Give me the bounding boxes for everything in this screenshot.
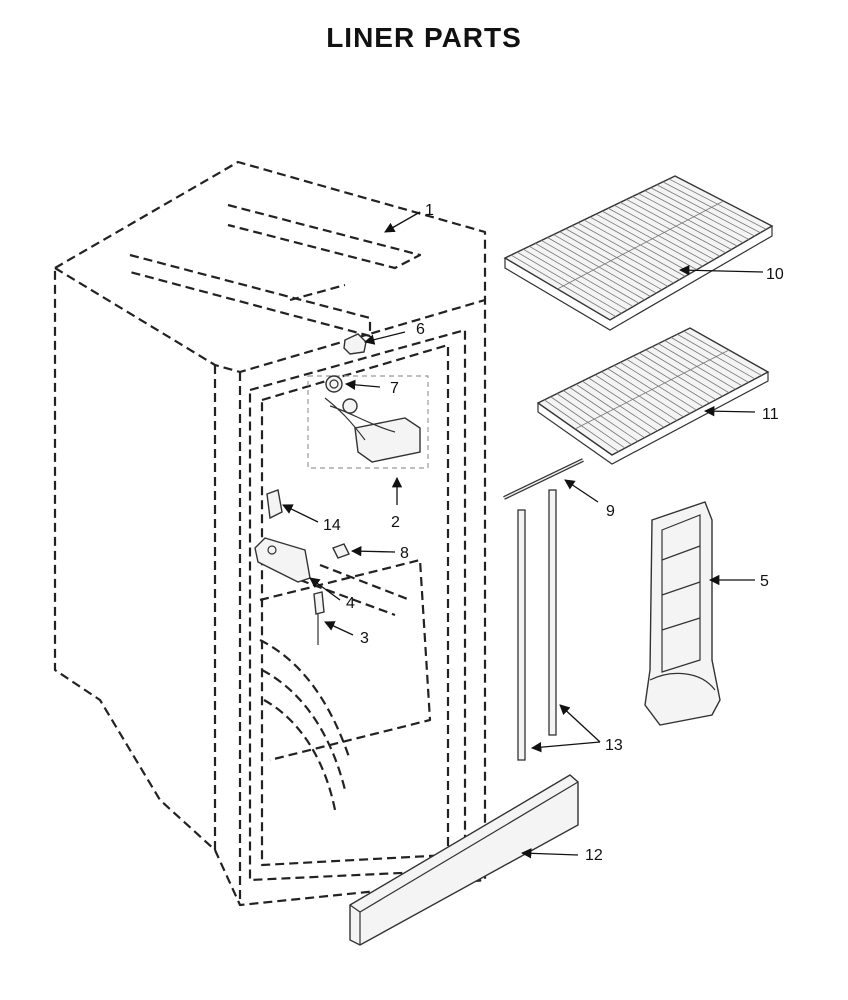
part-13-strips: [517, 489, 557, 761]
part-3-sensor: [313, 591, 325, 645]
cabinet-liner: [53, 160, 487, 907]
callout-3: 3: [360, 630, 369, 647]
callout-14: 14: [323, 517, 341, 534]
callout-9: 9: [606, 503, 615, 520]
part-7-control: [325, 375, 343, 393]
shelf-top: [503, 175, 774, 331]
part-9-strip: [503, 458, 584, 500]
part-8-bulb: [332, 543, 350, 559]
callout-6: 6: [416, 321, 425, 338]
callout-13: 13: [605, 737, 623, 754]
callout-12: 12: [585, 847, 603, 864]
callout-5: 5: [760, 573, 769, 590]
callout-7: 7: [390, 380, 399, 397]
part-5-door-rack: [644, 501, 721, 726]
part-14-clip: [266, 489, 283, 520]
shelf-bottom: [536, 327, 770, 465]
callout-1: 1: [425, 202, 434, 219]
callout-8: 8: [400, 545, 409, 562]
diagram-title: LINER PARTS: [326, 22, 522, 53]
callout-10: 10: [766, 266, 784, 283]
leader-lines: [282, 211, 764, 859]
part-6-knob: [343, 333, 367, 355]
control-bracket-assembly: [307, 375, 429, 469]
callout-4: 4: [346, 595, 355, 612]
callout-2: 2: [391, 514, 400, 531]
callout-labels: 1 2 3 4 5 6 7 8 9 10 11 12 13 14: [323, 202, 784, 864]
part-12-kick-plate: [349, 774, 579, 946]
callout-11: 11: [762, 406, 779, 423]
part-4-housing: [254, 537, 311, 583]
